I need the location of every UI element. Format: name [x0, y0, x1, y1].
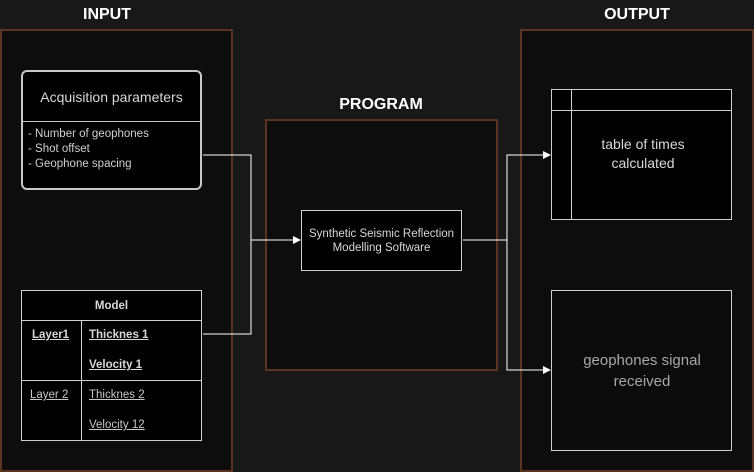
table-index-line: [571, 90, 572, 219]
acquisition-title: Acquisition parameters: [23, 72, 200, 122]
layer1-velocity: Velocity 1: [89, 359, 143, 371]
program-heading: PROGRAM: [339, 96, 423, 113]
layer2-name: Layer 2: [30, 389, 69, 401]
connector-program-to-signal: [506, 240, 551, 374]
acquisition-item: - Geophone spacing: [28, 158, 132, 170]
software-box: Synthetic Seismic Reflection Modelling S…: [301, 210, 462, 271]
table-of-times-label: table of times calculated: [601, 136, 685, 171]
table-header-line: [552, 110, 731, 111]
geophones-signal-label: geophones signal received: [583, 352, 701, 390]
acquisition-item: - Number of geophones: [28, 128, 149, 140]
model-table: Model Layer1 Thicknes 1 Velocity 1 Layer…: [21, 290, 202, 441]
layer1-name: Layer1: [32, 329, 70, 341]
connector-program-to-table: [463, 151, 551, 241]
model-row-divider: [22, 380, 201, 381]
acquisition-list: - Number of geophones - Shot offset - Ge…: [28, 127, 149, 172]
acquisition-item: - Shot offset: [28, 143, 90, 155]
layer1-thickness: Thicknes 1: [89, 329, 149, 341]
acquisition-parameters-box: Acquisition parameters - Number of geoph…: [21, 70, 202, 190]
model-title: Model: [22, 291, 201, 321]
output-heading: OUTPUT: [604, 6, 670, 23]
input-heading: INPUT: [83, 6, 131, 23]
table-of-times-box: table of times calculated: [551, 89, 732, 220]
geophones-signal-box: geophones signal received: [551, 290, 732, 451]
layer2-velocity: Velocity 12: [89, 419, 145, 431]
layer2-thickness: Thicknes 2: [89, 389, 145, 401]
connector-acquisition-to-program: [203, 154, 301, 244]
connector-model-to-program: [203, 240, 252, 335]
